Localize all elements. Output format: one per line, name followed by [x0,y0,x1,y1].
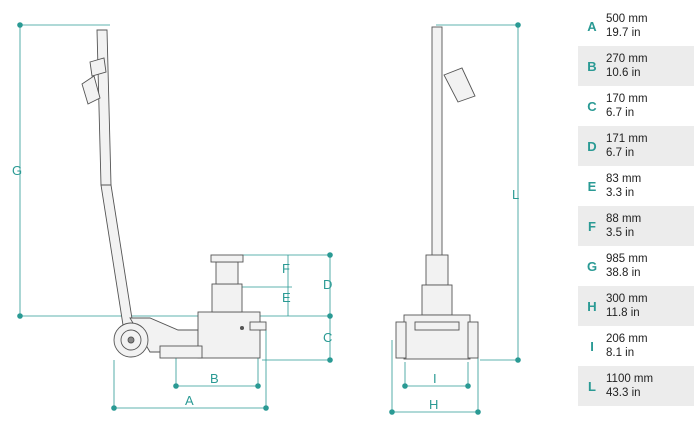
label-h: H [429,397,438,412]
dimension-inch: 43.3 in [606,387,641,399]
label-i: I [433,371,437,386]
front-handle-valve [443,67,476,103]
dimension-values: 300 mm 11.8 in [606,292,648,320]
label-g: G [12,163,22,178]
dimension-mm: 171 mm [606,133,648,145]
dimension-letter: G [586,258,598,274]
front-cylinder-base [421,284,453,316]
dimension-mm: 88 mm [606,213,642,225]
lower-handle [100,184,134,326]
base-lug [249,321,267,331]
label-a: A [185,393,194,408]
upper-handle [96,29,112,186]
dimension-row: F 88 mm 3.5 in [578,206,694,246]
dimension-values: 88 mm 3.5 in [606,212,641,240]
dimension-letter: H [587,298,597,314]
left-wheel [395,321,407,359]
dimension-row: E 83 mm 3.3 in [578,166,694,206]
front-slot [414,321,460,331]
dimension-values: 206 mm 8.1 in [606,332,648,360]
dimension-mm: 83 mm [606,173,642,185]
dimension-row: L 1100 mm 43.3 in [578,366,694,406]
dimension-inch: 6.7 in [606,147,635,159]
dimension-letter: E [587,178,597,194]
handle-pedal [81,75,101,105]
dimension-values: 1100 mm 43.3 in [606,372,653,400]
base-housing [197,311,261,359]
dimension-letter: B [587,58,597,74]
cylinder-stage-2 [211,283,243,313]
saddle-pad [210,254,244,263]
dimension-letter: F [588,218,596,234]
wheel-axle [127,336,135,344]
jack-front-view [395,26,479,360]
dimension-inch: 11.8 in [606,307,640,319]
dimension-letter: D [587,138,597,154]
dimension-row: A 500 mm 19.7 in [578,6,694,46]
bolt [239,325,245,331]
dimension-row: G 985 mm 38.8 in [578,246,694,286]
dimension-values: 83 mm 3.3 in [606,172,641,200]
label-b: B [210,371,219,386]
label-c: C [323,330,332,345]
label-f: F [282,261,290,276]
jack-side-view [81,29,267,359]
technical-drawing: G F E D C B A L I H [12,22,521,415]
right-wheel [467,321,479,359]
dimension-values: 500 mm 19.7 in [606,12,648,40]
front-cylinder [425,254,449,286]
cylinder-stage-1 [215,261,239,285]
dimension-inch: 3.3 in [606,187,635,199]
dimension-mm: 1100 mm [606,373,654,385]
dimension-letter: C [587,98,597,114]
dimension-row: C 170 mm 6.7 in [578,86,694,126]
dimension-inch: 3.5 in [606,227,635,239]
dimension-letter: I [590,338,594,354]
dimension-mm: 985 mm [606,253,648,265]
dimension-inch: 6.7 in [606,107,635,119]
dimension-letter: A [587,18,597,34]
dimension-mm: 206 mm [606,333,648,345]
label-d: D [323,277,332,292]
label-l: L [512,187,519,202]
dimension-mm: 500 mm [606,13,648,25]
dimension-inch: 38.8 in [606,267,641,279]
dimension-row: H 300 mm 11.8 in [578,286,694,326]
dimension-values: 270 mm 10.6 in [606,52,648,80]
handle-valve [89,57,107,77]
label-e: E [282,290,291,305]
dimension-values: 171 mm 6.7 in [606,132,648,160]
dimension-row: B 270 mm 10.6 in [578,46,694,86]
rear-bracket [159,345,203,359]
dimension-row: I 206 mm 8.1 in [578,326,694,366]
dimension-letter: L [588,378,596,394]
dimensions-table: A 500 mm 19.7 in B 270 mm 10.6 in C 170 mm 6.7 i… [578,6,694,406]
front-handle [431,26,443,258]
dimension-inch: 19.7 in [606,27,641,39]
dimension-mm: 300 mm [606,293,648,305]
dimension-inch: 10.6 in [606,67,641,79]
dimension-row: D 171 mm 6.7 in [578,126,694,166]
dimension-values: 985 mm 38.8 in [606,252,648,280]
dimension-mm: 170 mm [606,93,648,105]
dimension-inch: 8.1 in [606,347,635,359]
dimension-values: 170 mm 6.7 in [606,92,648,120]
dimension-mm: 270 mm [606,53,648,65]
